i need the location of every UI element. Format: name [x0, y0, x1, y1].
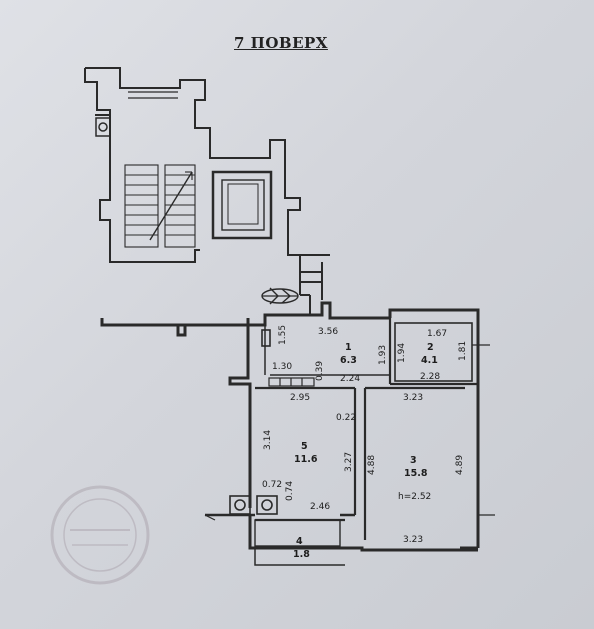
opening-marks: [204, 344, 495, 521]
dim-room-left: 4.88: [367, 455, 377, 475]
dim-kitchen-left: 3.14: [263, 430, 273, 450]
apartment-walls: [100, 301, 480, 552]
dim-bath-top: 1.67: [427, 329, 447, 339]
stair-flights: [124, 164, 196, 248]
dim-kitchen-right: 3.27: [344, 452, 354, 472]
room-1-area: 6.3: [340, 355, 357, 366]
dim-hall-left: 1.55: [278, 325, 288, 345]
room-3-number: 3: [410, 455, 417, 466]
dim-hall-bottom-right: 2.24: [340, 374, 360, 384]
dim-room-right: 4.89: [455, 455, 465, 475]
dim-room-bottom: 3.23: [403, 535, 423, 545]
stamp-seal: [50, 485, 150, 585]
dim-hall-right: 1.93: [378, 345, 388, 365]
room-4-area: 1.8: [293, 549, 310, 560]
room-1-number: 1: [345, 342, 352, 353]
room-5-number: 5: [301, 441, 308, 452]
dim-hall-gap: 0.39: [315, 361, 325, 381]
room-4-number: 4: [296, 536, 303, 547]
interior-walls: [205, 318, 478, 566]
corridor-walls: [299, 255, 323, 315]
entrance-marker: [261, 287, 299, 305]
ceiling-height: h=2.52: [398, 492, 431, 502]
vent-shafts: [229, 329, 278, 515]
dim-kitchen-top: 2.95: [290, 393, 310, 403]
room-3-area: 15.8: [404, 468, 428, 479]
dim-kitchen-niche-w: 0.72: [262, 480, 282, 490]
room-2-area: 4.1: [421, 355, 438, 366]
room-5-area: 11.6: [294, 454, 318, 465]
dim-bath-left: 1.94: [397, 343, 407, 363]
dim-hall-top: 3.56: [318, 327, 338, 337]
dim-kitchen-wall: 0.22: [336, 413, 356, 423]
dim-bath-right: 1.81: [458, 341, 468, 361]
room-2-number: 2: [427, 342, 434, 353]
dim-kitchen-niche-h: 0.74: [285, 481, 295, 501]
floor-title: 7 ПОВЕРХ: [234, 34, 328, 52]
dim-bath-bottom: 2.28: [420, 372, 440, 382]
dim-hall-bottom: 1.30: [272, 362, 292, 372]
stair-core: [84, 67, 330, 263]
elevator-shaft: [211, 170, 273, 240]
dim-balcony-top: 2.46: [310, 502, 330, 512]
dim-room-top: 3.23: [403, 393, 423, 403]
